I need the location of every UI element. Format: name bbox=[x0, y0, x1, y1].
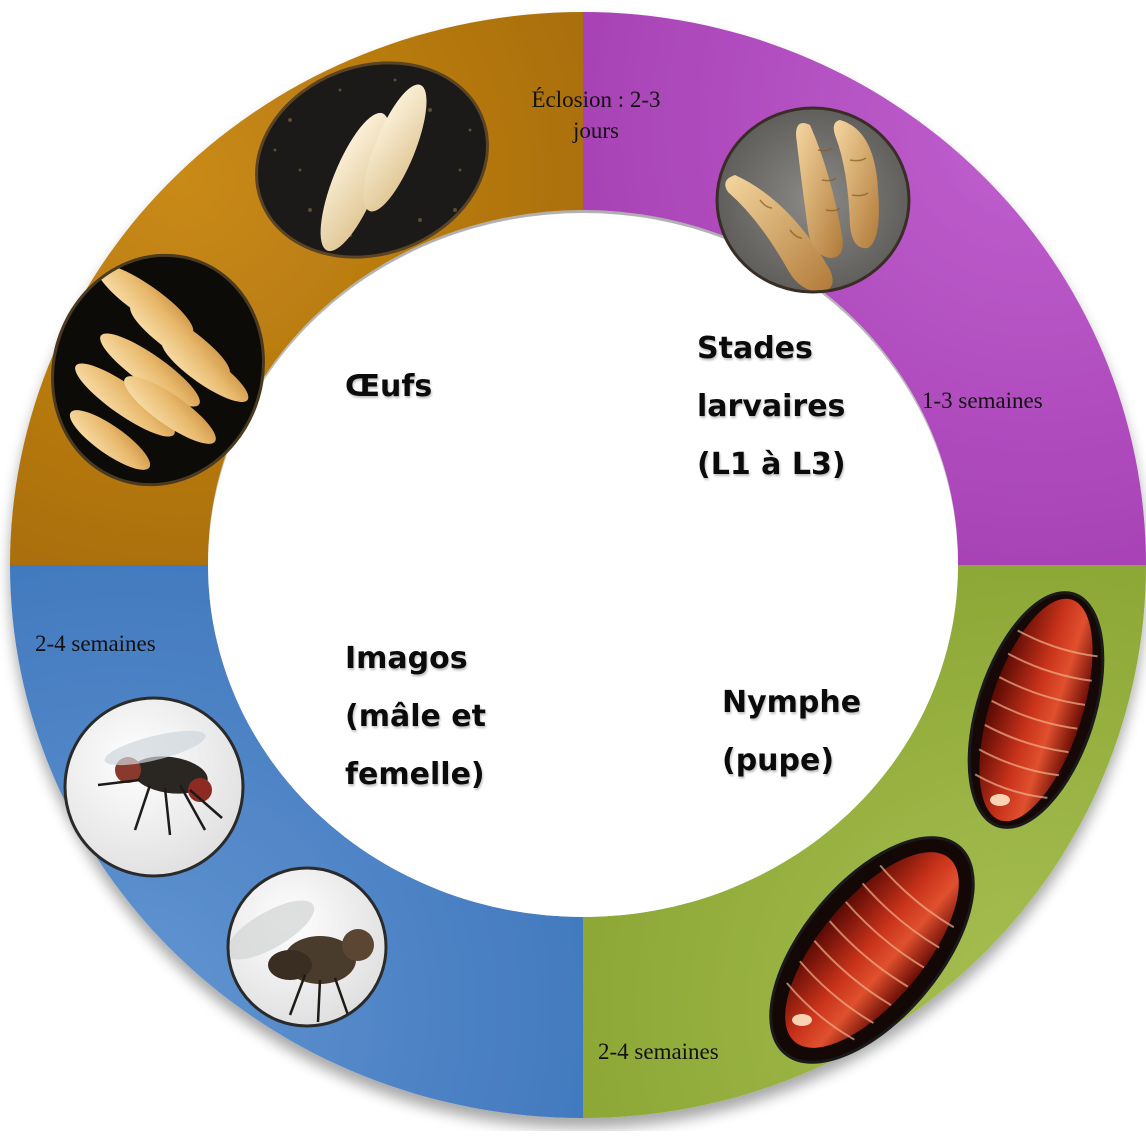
adults-duration: 2-4 semaines bbox=[35, 628, 156, 659]
larvae-duration: 1-3 semaines bbox=[922, 385, 1043, 416]
hatching-duration-line: jours bbox=[498, 115, 694, 146]
hatching-duration: Éclosion : 2-3 jours bbox=[498, 84, 694, 146]
adults-label: Imagos (mâle et femelle) bbox=[345, 630, 486, 804]
pupa-label-line: (pupe) bbox=[722, 732, 861, 790]
adults-label-line: (mâle et bbox=[345, 688, 486, 746]
center-disc bbox=[208, 213, 958, 917]
adults-label-line: Imagos bbox=[345, 630, 486, 688]
hatching-duration-line: Éclosion : 2-3 bbox=[498, 84, 694, 115]
larvae-label-line: larvaires bbox=[697, 378, 846, 436]
eggs-label: Œufs bbox=[345, 358, 432, 416]
pupa-label: Nymphe (pupe) bbox=[722, 674, 861, 790]
larvae-label-line: Stades bbox=[697, 320, 846, 378]
adults-label-line: femelle) bbox=[345, 746, 486, 804]
larvae-label: Stades larvaires (L1 à L3) bbox=[697, 320, 846, 494]
larvae-label-line: (L1 à L3) bbox=[697, 436, 846, 494]
eggs-label-line: Œufs bbox=[345, 358, 432, 416]
pupa-label-line: Nymphe bbox=[722, 674, 861, 732]
pupa-duration: 2-4 semaines bbox=[598, 1036, 719, 1067]
